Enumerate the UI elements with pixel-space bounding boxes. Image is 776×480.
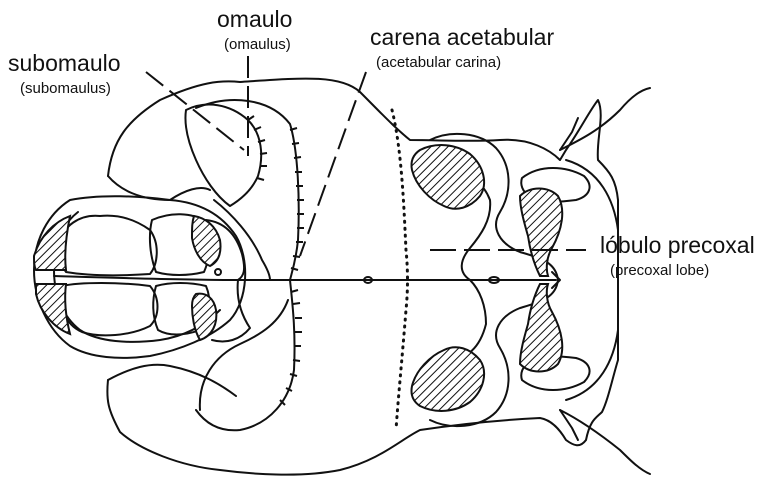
label-carena-en: (acetabular carina) <box>376 54 501 71</box>
pronotum-lower <box>108 365 236 396</box>
hatch-midcoxa-upper <box>520 189 562 277</box>
hatch-left-coxa-upper <box>34 216 70 270</box>
dotted-suture <box>392 110 408 430</box>
hind-leg-upper <box>560 88 650 150</box>
leader-carena <box>300 72 366 256</box>
label-omaulo: omaulo <box>217 6 292 33</box>
leader-subomaulo <box>146 72 244 150</box>
hatch-mid-upper <box>192 216 221 266</box>
center-line-left <box>54 276 240 280</box>
label-carena: carena acetabular <box>370 24 554 51</box>
subomaulus-inner <box>214 200 270 280</box>
hind-leg-lower <box>560 410 650 474</box>
left-pad-lower <box>61 283 158 335</box>
label-lobulo: lóbulo precoxal <box>600 232 755 259</box>
hatch-precoxal-upper <box>411 145 484 209</box>
label-lobulo-en: (precoxal lobe) <box>610 262 709 279</box>
hatch-precoxal-lower <box>411 347 484 411</box>
hatch-midcoxa-lower <box>520 284 562 372</box>
label-omaulo-en: (omaulus) <box>224 36 291 53</box>
hatch-left-coxa-lower <box>36 284 70 334</box>
label-subomaulo-en: (subomaulus) <box>20 80 111 97</box>
left-pad-upper <box>59 216 157 276</box>
label-subomaulo: subomaulo <box>8 50 121 77</box>
